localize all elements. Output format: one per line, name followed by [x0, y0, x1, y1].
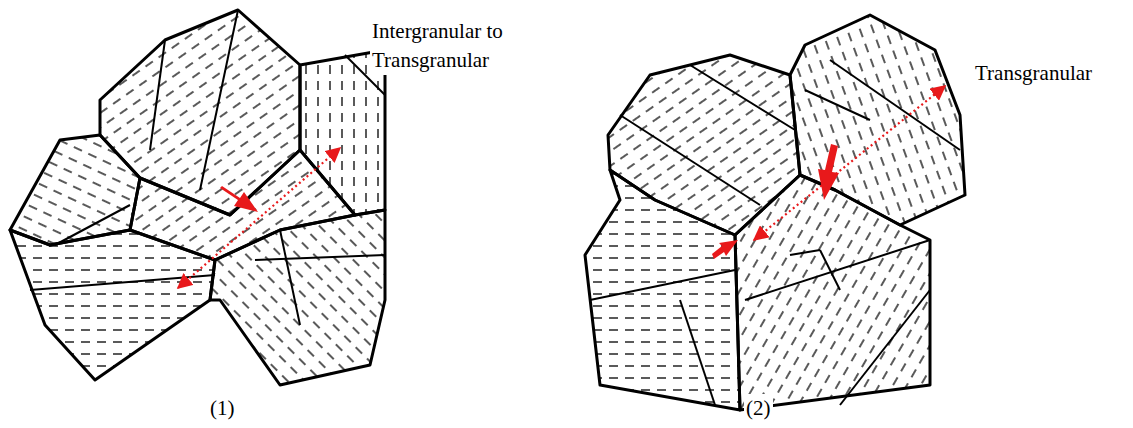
grain	[10, 230, 215, 380]
crack-mode-label: Transgranular	[973, 59, 1094, 88]
grain	[585, 170, 740, 410]
grain-panel-2	[585, 15, 965, 410]
load-arrow	[220, 186, 258, 212]
grain	[735, 175, 930, 410]
grain	[210, 210, 385, 385]
crack-path-1	[178, 148, 340, 288]
crack-path-2	[754, 86, 945, 240]
twin-boundaries-2	[590, 60, 960, 405]
load-arrow	[712, 144, 839, 259]
grain-panel-1	[10, 10, 385, 385]
panel-number: (1)	[208, 394, 237, 423]
crack-mode-label: Intergranular to Transgranular	[370, 17, 542, 75]
twin-boundaries-1	[30, 10, 385, 325]
panel-number: (2)	[744, 394, 773, 423]
grain	[10, 135, 140, 245]
